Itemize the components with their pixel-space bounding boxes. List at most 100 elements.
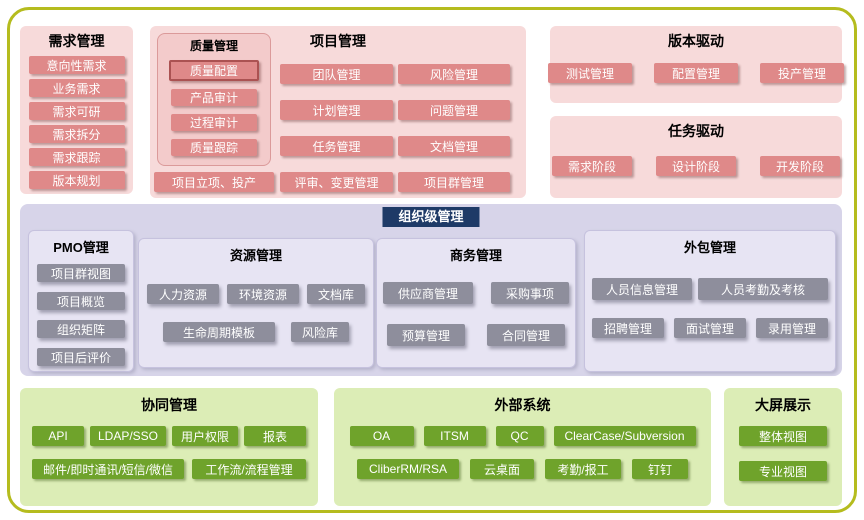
panel-external: 外部系统 OA ITSM QC ClearCase/Subversion Cli… [334,388,711,506]
panel-requirements: 需求管理 意向性需求 业务需求 需求可研 需求拆分 需求跟踪 版本规划 [20,26,133,194]
resource-title: 资源管理 [229,248,282,263]
collaboration-item: API [32,426,84,446]
collaboration-item: 用户权限 [172,426,238,446]
task-driven-row: 需求阶段 设计阶段 开发阶段 [550,156,842,176]
external-item: QC [495,426,544,446]
project-title: 项目管理 [310,33,366,49]
pmo-item: 组织矩阵 [37,320,125,338]
quality-list: 质量配置 产品审计 过程审计 质量跟踪 [158,60,270,156]
project-item: 计划管理 [280,100,393,120]
external-item: 钉钉 [632,459,688,479]
external-row-1: OA ITSM QC ClearCase/Subversion [334,426,711,446]
org-title-badge: 组织级管理 [382,207,480,227]
collaboration-row-2: 邮件/即时通讯/短信/微信 工作流/流程管理 [20,459,318,479]
panel-project: 项目管理 质量管理 质量配置 产品审计 过程审计 质量跟踪 项目立项、投产 团队… [150,26,526,198]
requirements-item: 版本规划 [28,171,125,189]
requirements-list: 意向性需求 业务需求 需求可研 需求拆分 需求跟踪 版本规划 [20,56,133,189]
business-title: 商务管理 [449,248,502,263]
business-item: 采购事项 [491,282,569,304]
panel-task-driven: 任务驱动 需求阶段 设计阶段 开发阶段 [550,116,842,198]
panel-outsourcing: 外包管理 人员信息管理 人员考勤及考核 招聘管理 面试管理 录用管理 [584,230,836,372]
project-column-1: 团队管理 计划管理 任务管理 评审、变更管理 [280,64,393,192]
requirements-item: 需求跟踪 [28,148,125,166]
panel-org: 组织级管理 PMO管理 项目群视图 项目概览 组织矩阵 项目后评价 资源管理 人… [20,204,842,376]
requirements-item: 意向性需求 [28,56,125,74]
requirements-item: 需求拆分 [28,125,125,143]
outsourcing-item: 录用管理 [756,318,828,338]
requirements-item: 业务需求 [28,79,125,97]
version-item: 投产管理 [760,63,844,83]
quality-item: 质量配置 [169,60,259,81]
collaboration-item: LDAP/SSO [90,426,166,446]
resource-row-2: 生命周期模板 风险库 [139,322,373,342]
external-row-2: CliberRM/RSA 云桌面 考勤/报工 钉钉 [334,459,711,479]
outsourcing-item: 招聘管理 [592,318,664,338]
panel-display: 大屏展示 整体视图 专业视图 [724,388,842,506]
version-item: 测试管理 [548,63,632,83]
panel-resource: 资源管理 人力资源 环境资源 文档库 生命周期模板 风险库 [138,238,374,368]
outsourcing-item: 人员考勤及考核 [698,278,828,300]
task-item: 设计阶段 [656,156,736,176]
collaboration-item: 邮件/即时通讯/短信/微信 [32,459,184,479]
outsourcing-item: 人员信息管理 [592,278,692,300]
quality-title: 质量管理 [189,39,238,53]
business-row-1: 供应商管理 采购事项 [377,282,575,304]
collaboration-item: 工作流/流程管理 [192,459,306,479]
outsourcing-row-2: 招聘管理 面试管理 录用管理 [585,318,835,338]
collaboration-title: 协同管理 [141,397,197,413]
project-item: 任务管理 [280,136,393,156]
quality-item: 质量跟踪 [171,139,257,156]
quality-item: 过程审计 [171,114,257,131]
pmo-item: 项目概览 [37,292,125,310]
project-setup-item: 项目立项、投产 [154,172,274,192]
pmo-list: 项目群视图 项目概览 组织矩阵 项目后评价 [29,264,133,366]
business-item: 供应商管理 [383,282,473,304]
task-item: 开发阶段 [760,156,840,176]
display-title: 大屏展示 [755,397,811,413]
requirements-item: 需求可研 [28,102,125,120]
panel-quality: 质量管理 质量配置 产品审计 过程审计 质量跟踪 [157,33,271,166]
project-item: 文档管理 [398,136,510,156]
pmo-item: 项目群视图 [37,264,125,282]
project-item: 风险管理 [398,64,510,84]
external-item: OA [349,426,414,446]
resource-item: 人力资源 [147,284,219,304]
business-item: 合同管理 [487,324,565,346]
project-item: 项目群管理 [398,172,510,192]
project-item: 问题管理 [398,100,510,120]
collaboration-item: 报表 [244,426,306,446]
version-item: 配置管理 [654,63,738,83]
external-item: 考勤/报工 [545,459,621,479]
business-row-2: 预算管理 合同管理 [377,324,575,346]
pmo-title: PMO管理 [53,240,109,255]
resource-item: 环境资源 [227,284,299,304]
resource-row-1: 人力资源 环境资源 文档库 [139,284,373,304]
display-item: 整体视图 [739,426,827,446]
task-driven-title: 任务驱动 [668,123,724,139]
external-item: ClearCase/Subversion [553,426,696,446]
project-item: 团队管理 [280,64,393,84]
panel-business: 商务管理 供应商管理 采购事项 预算管理 合同管理 [376,238,576,368]
quality-item: 产品审计 [171,89,257,106]
external-item: CliberRM/RSA [357,459,459,479]
business-item: 预算管理 [387,324,465,346]
panel-version-driven: 版本驱动 测试管理 配置管理 投产管理 [548,26,844,103]
project-column-2: 风险管理 问题管理 文档管理 项目群管理 [398,64,510,192]
collaboration-row-1: API LDAP/SSO 用户权限 报表 [20,426,318,446]
resource-item: 文档库 [307,284,365,304]
panel-pmo: PMO管理 项目群视图 项目概览 组织矩阵 项目后评价 [28,230,134,372]
project-item: 评审、变更管理 [280,172,393,192]
external-title: 外部系统 [494,397,551,413]
external-item: 云桌面 [470,459,534,479]
external-item: ITSM [423,426,486,446]
outsourcing-item: 面试管理 [674,318,746,338]
requirements-title: 需求管理 [48,33,105,49]
version-driven-title: 版本驱动 [668,33,724,49]
outsourcing-title: 外包管理 [683,240,736,255]
outsourcing-row-1: 人员信息管理 人员考勤及考核 [585,278,835,300]
version-driven-row: 测试管理 配置管理 投产管理 [548,63,844,83]
task-item: 需求阶段 [552,156,632,176]
display-list: 整体视图 专业视图 [724,426,842,481]
display-item: 专业视图 [739,461,827,481]
